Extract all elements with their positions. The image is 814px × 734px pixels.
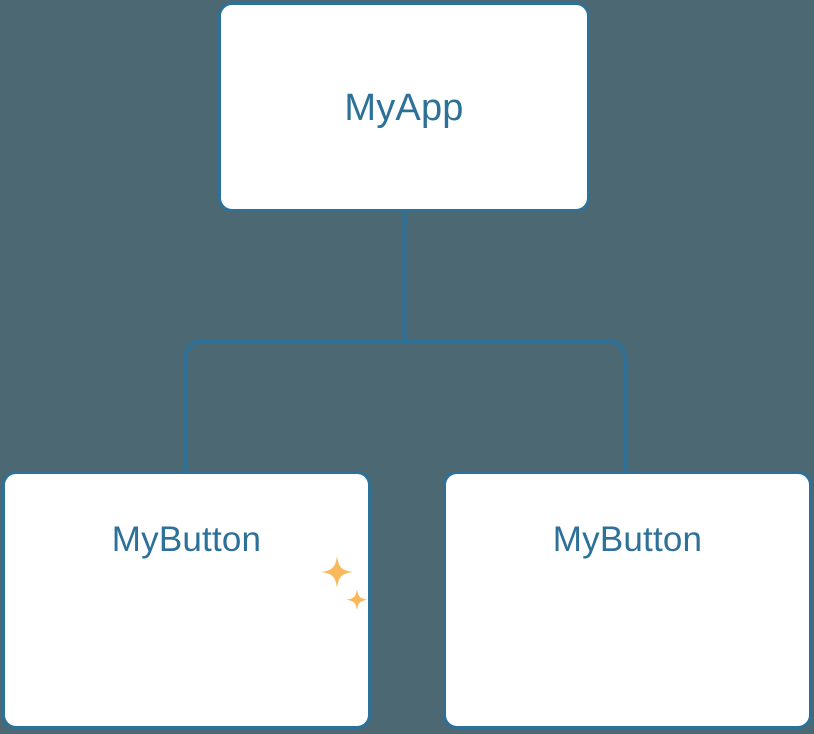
connector-branches xyxy=(183,339,627,473)
node-mybutton-left-title: MyButton xyxy=(111,520,262,559)
sparkle-small xyxy=(346,589,368,611)
sparkles-icon xyxy=(321,556,368,611)
node-myapp-title: MyApp xyxy=(344,87,464,129)
node-myapp[interactable]: MyApp xyxy=(218,2,590,212)
node-mybutton-left[interactable]: MyButton xyxy=(2,471,371,729)
sparkle-large xyxy=(321,556,353,588)
node-mybutton-right-title: MyButton xyxy=(552,520,703,559)
node-mybutton-right[interactable]: MyButton xyxy=(443,471,812,729)
